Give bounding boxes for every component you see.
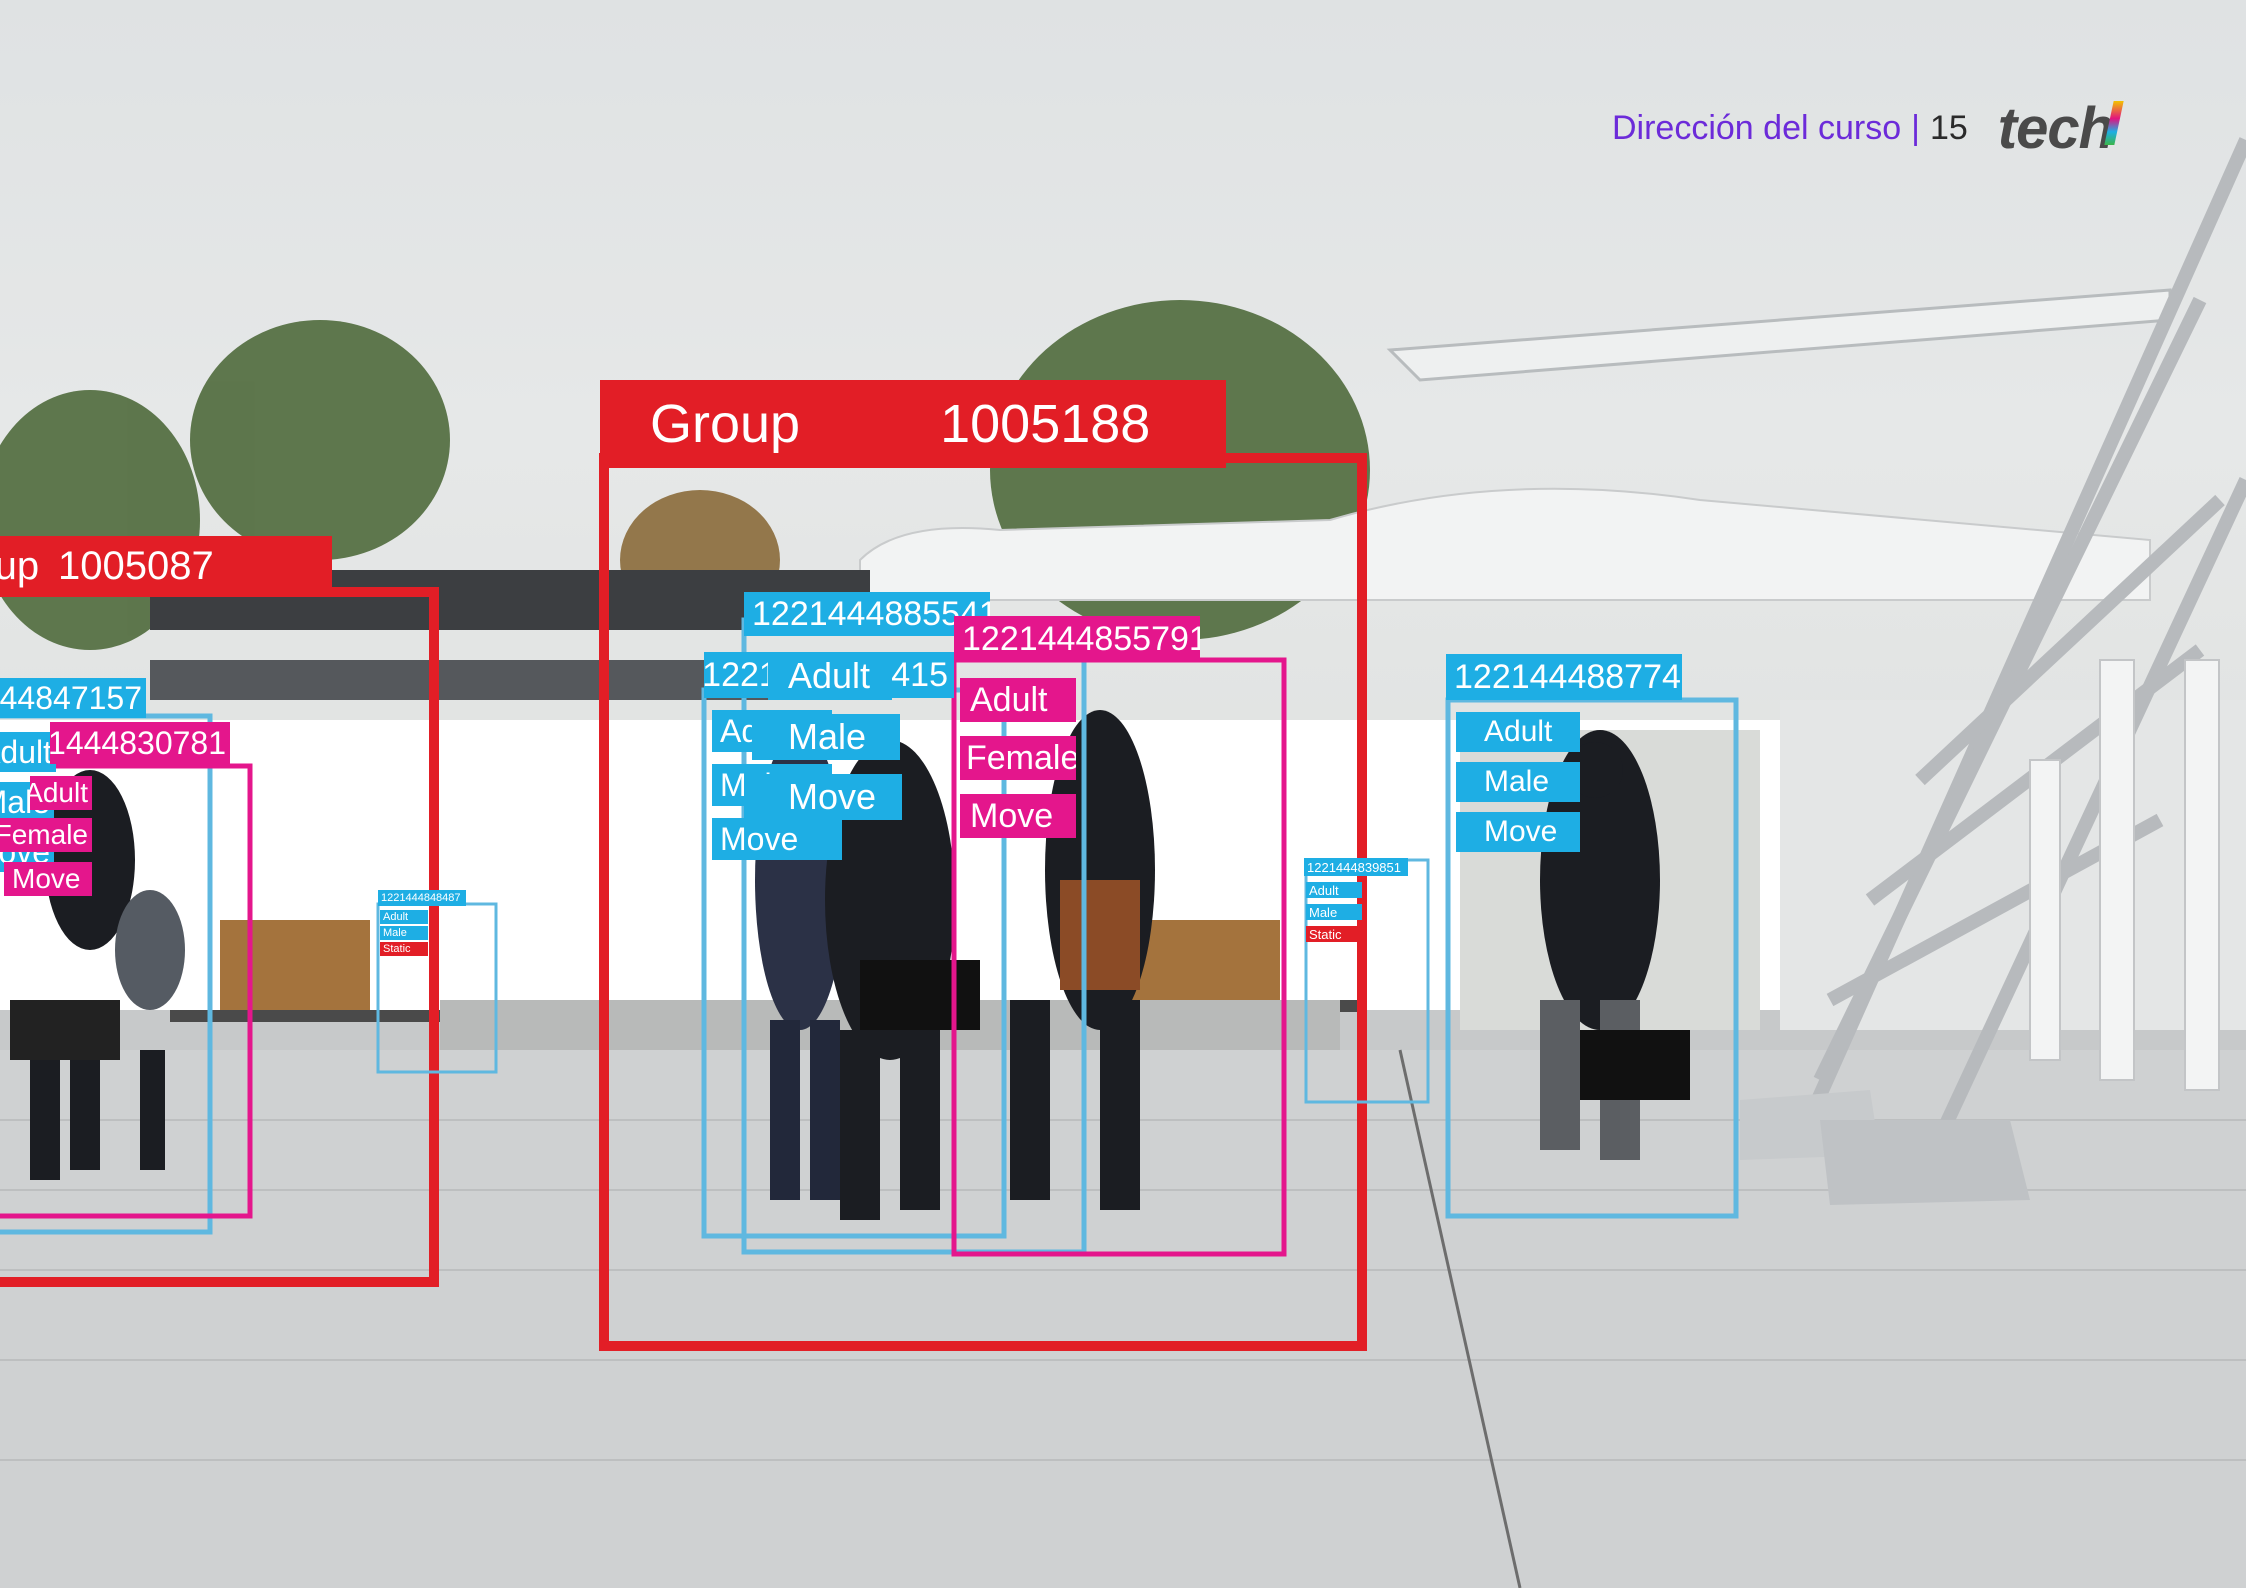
center-person-c-tag-2: Female (960, 736, 1076, 780)
right-person-id: 1221444887741 (1446, 654, 1682, 700)
far-person-b-tag-2: Male (1306, 904, 1362, 920)
page-header: Dirección del curso | 15 tech (1612, 96, 2124, 161)
far-person-b-tag-3: Static (1306, 926, 1362, 942)
center-person-a-tag-2: Male (752, 714, 900, 760)
tech-logo: tech (1997, 95, 2124, 162)
far-person-b-tag-1: Adult (1306, 882, 1362, 898)
center-person-a-tag-1: Adult (768, 652, 892, 700)
section-title: Dirección del curso (1612, 108, 1902, 147)
far-person-b-id: 1221444839851 (1304, 858, 1408, 876)
logo-text: tech (1997, 95, 2114, 161)
center-person-b-tag-3: Move (712, 818, 842, 860)
far-person-a-tag-1: Adult (380, 910, 428, 924)
center-person-c-tag-1: Adult (960, 678, 1076, 722)
left-person-b-box (0, 763, 253, 1219)
right-person-box (1445, 697, 1739, 1219)
right-person-tag-1: Adult (1456, 712, 1580, 752)
left-person-a-id: 1221444847157 (0, 678, 146, 718)
left-person-b-id: 1221444830781 (50, 722, 230, 764)
left-person-a-tag-1: Adult (0, 732, 56, 772)
page-number: 15 (1929, 108, 1968, 147)
right-person-tag-2: Male (1456, 762, 1580, 802)
center-person-c-tag-3: Move (960, 794, 1076, 838)
group-left-label: Group 1005087 (0, 536, 332, 596)
center-person-c-id: 1221444855791 (954, 616, 1200, 662)
far-person-a-tag-2: Male (380, 926, 428, 940)
left-person-b-tag-1: Adult (30, 776, 92, 810)
left-person-b-tag-2: Female (0, 818, 92, 852)
far-person-a-tag-3: Static (380, 942, 428, 956)
center-person-a-tag-3: Move (744, 774, 902, 820)
header-separator: | (1911, 108, 1920, 147)
left-person-b-tag-3: Move (4, 862, 92, 896)
center-person-a-id: 1221444885541 (744, 592, 990, 636)
far-person-a-id: 1221444848487 (378, 890, 466, 906)
right-person-tag-3: Move (1456, 812, 1580, 852)
group-center-label: Group 1005188 (600, 380, 1226, 468)
